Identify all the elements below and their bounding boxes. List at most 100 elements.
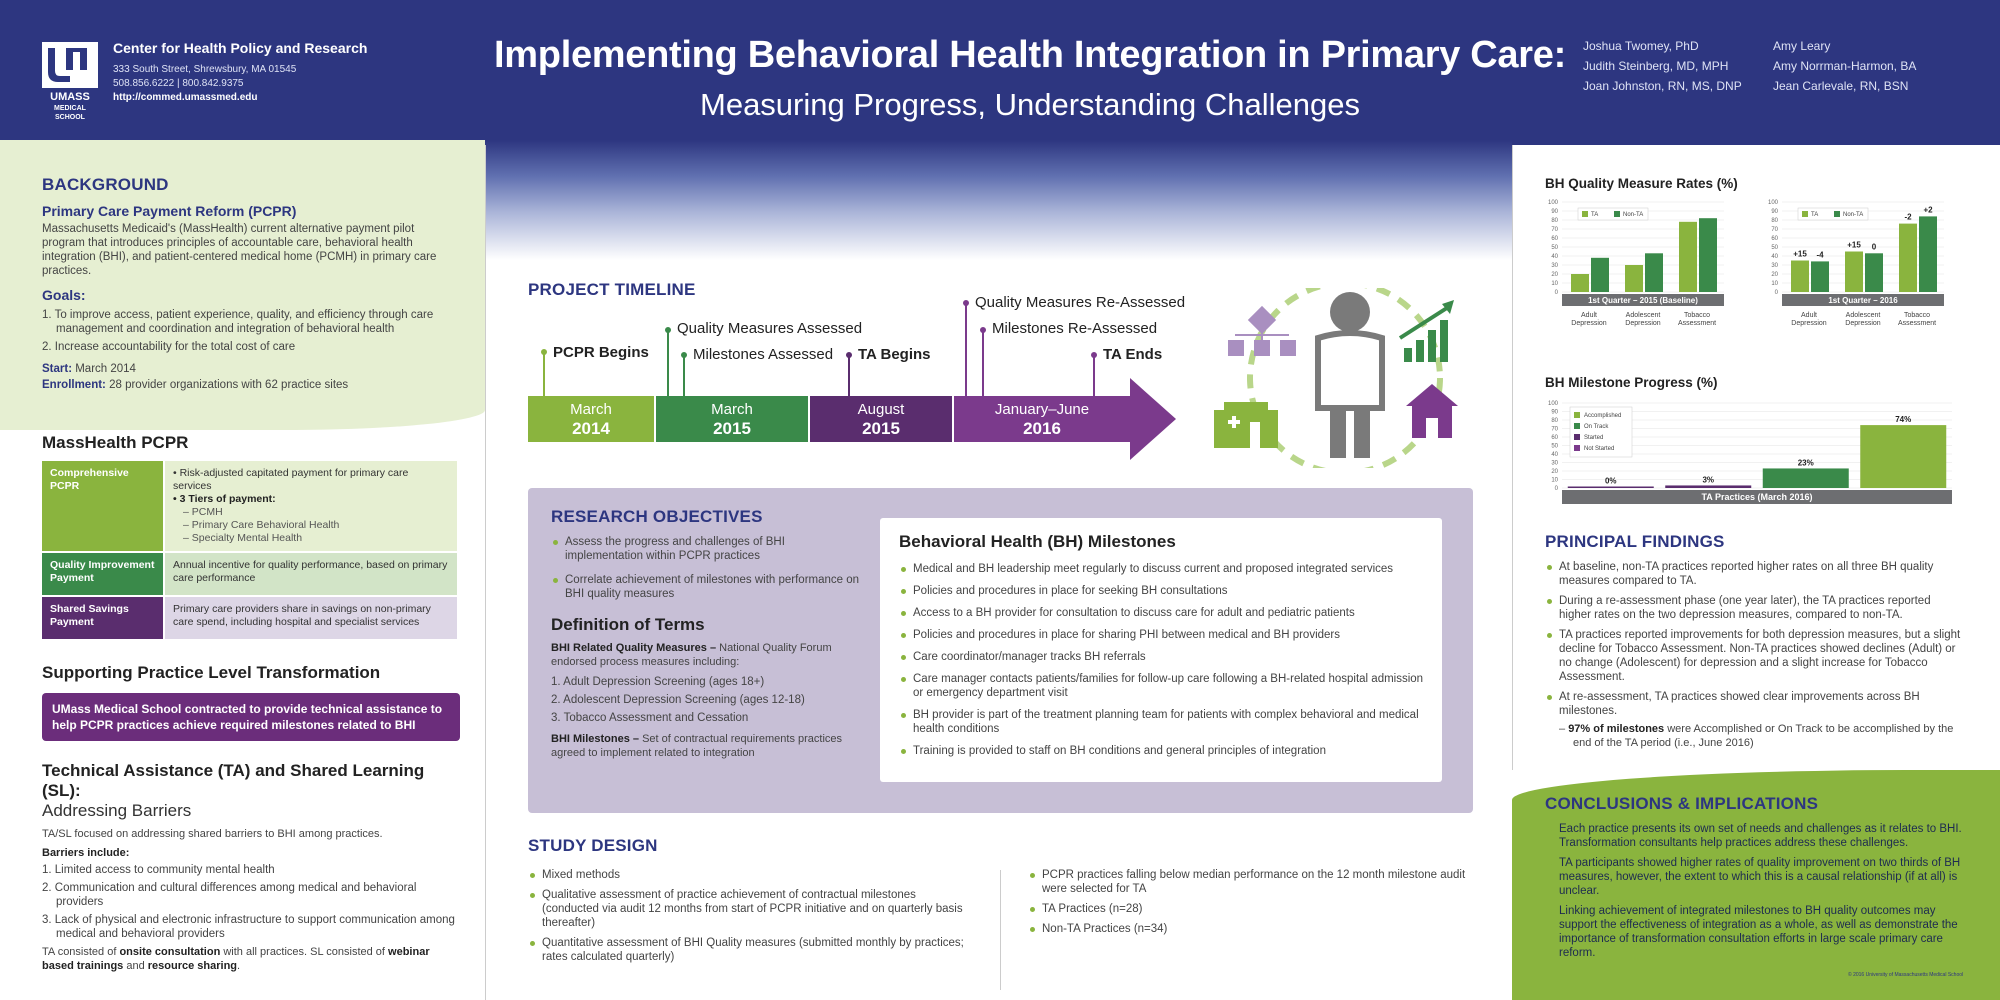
ta-intro: TA/SL focused on addressing shared barri… <box>42 828 383 840</box>
legend-label: TA <box>1591 212 1598 218</box>
study-left-list: Mixed methods Qualitative assessment of … <box>528 868 973 969</box>
y-tick-label: 60 <box>1771 236 1778 242</box>
barriers-list: 1. Limited access to community mental he… <box>42 863 462 941</box>
x-tick-label: Tobacco <box>1684 312 1710 319</box>
list-item: TA practices reported improvements for b… <box>1545 628 1965 684</box>
event-label: Quality Measures Assessed <box>677 320 863 337</box>
legend-swatch <box>1574 445 1580 451</box>
bar <box>1679 221 1697 292</box>
masshealth-heading: MassHealth PCPR <box>42 433 189 452</box>
event-pin <box>665 327 671 396</box>
org-chart-icon <box>1228 305 1296 356</box>
bar <box>1699 218 1717 292</box>
findings-list: At baseline, non-TA practices reported h… <box>1545 560 1965 718</box>
list-item: 3. Tobacco Assessment and Cessation <box>551 712 749 724</box>
org-address: 333 South Street, Shrewsbury, MA 01545 <box>113 64 297 75</box>
legend-label: Started <box>1584 435 1603 441</box>
row-value: Annual incentive for quality performance… <box>164 552 457 597</box>
y-tick-label: 30 <box>1771 263 1778 269</box>
y-tick-label: 90 <box>1771 209 1778 215</box>
ta-heading: Technical Assistance (TA) and Shared Lea… <box>42 761 425 800</box>
legend-swatch <box>1582 211 1588 217</box>
annotation-label: +15 <box>1847 241 1861 250</box>
start-line: Start: March 2014 <box>42 363 136 375</box>
list-item: Mixed methods <box>528 868 973 882</box>
x-tick-label: Adult <box>1801 312 1817 319</box>
org-phone: 508.856.6222 | 800.842.9375 <box>113 78 244 89</box>
y-tick-label: 10 <box>1771 281 1778 287</box>
author: Judith Steinberg, MD, MPH <box>1583 59 1729 73</box>
event-pin <box>963 300 969 396</box>
goal-item: 1. To improve access, patient experience… <box>42 309 434 335</box>
measures-list: 1. Adult Depression Screening (ages 18+)… <box>551 675 861 725</box>
bar <box>1665 485 1752 488</box>
event-label: TA Ends <box>1103 346 1163 363</box>
x-tick-label: Adolescent <box>1846 312 1881 319</box>
y-tick-label: 30 <box>1551 263 1558 269</box>
conclusions-panel <box>1512 770 2000 1000</box>
list-item: 1. Adult Depression Screening (ages 18+) <box>551 676 765 688</box>
y-tick-label: 40 <box>1771 254 1778 260</box>
chart-title-band <box>1562 490 1952 504</box>
study-design: STUDY DESIGN Mixed methods Qualitative a… <box>528 836 1473 990</box>
y-tick-label: 90 <box>1551 410 1558 416</box>
legend-swatch <box>1574 423 1580 429</box>
clinic-icon <box>1214 402 1278 448</box>
y-tick-label: 60 <box>1551 236 1558 242</box>
person-icon <box>1315 292 1385 458</box>
event-label: Milestones Assessed <box>693 346 834 363</box>
authors-column-1: Joshua Twomey, PhD Judith Steinberg, MD,… <box>1583 36 1742 96</box>
legend-label: On Track <box>1584 424 1609 430</box>
supporting-banner: UMass Medical School contracted to provi… <box>42 693 460 741</box>
legend-label: Accomplished <box>1584 413 1621 419</box>
timeline-heading: PROJECT TIMELINE <box>528 280 696 299</box>
y-tick-label: 100 <box>1768 200 1779 206</box>
quality-chart-heading: BH Quality Measure Rates (%) <box>1545 176 1738 191</box>
bar <box>1791 260 1809 292</box>
chart-title: 1st Quarter – 2016 <box>1828 296 1898 305</box>
x-tick-label: Depression <box>1845 320 1881 327</box>
bar <box>1571 274 1589 292</box>
list-item: TA Practices (n=28) <box>1028 902 1468 916</box>
table-row: Quality Improvement Payment Annual incen… <box>42 552 457 597</box>
chart-title-band <box>1562 294 1724 306</box>
list-item: Policies and procedures in place for sha… <box>899 628 1429 642</box>
bar <box>1865 253 1883 292</box>
list-item: Care manager contacts patients/families … <box>899 672 1429 700</box>
pcpr-description: Massachusetts Medicaid's (MassHealth) cu… <box>42 223 437 277</box>
org-info: Center for Health Policy and Research 33… <box>113 40 367 105</box>
y-tick-label: 20 <box>1551 272 1558 278</box>
list-item: Medical and BH leadership meet regularly… <box>899 562 1429 576</box>
list-item: Linking achievement of integrated milest… <box>1545 904 1965 960</box>
list-item: Care coordinator/manager tracks BH refer… <box>899 650 1429 664</box>
y-tick-label: 70 <box>1771 227 1778 233</box>
y-tick-label: 100 <box>1548 401 1559 407</box>
copyright: © 2016 University of Massachusetts Medic… <box>1848 972 1964 978</box>
masshealth-table: Comprehensive PCPR • Risk-adjusted capit… <box>42 461 457 641</box>
y-tick-label: 100 <box>1548 200 1559 206</box>
y-tick-label: 90 <box>1551 209 1558 215</box>
x-tick-label: Depression <box>1791 320 1827 327</box>
data-label: 23% <box>1798 458 1814 467</box>
y-tick-label: 10 <box>1551 281 1558 287</box>
y-tick-label: 0 <box>1555 290 1559 296</box>
event-pin <box>681 352 687 396</box>
poster-title: Implementing Behavioral Health Integrati… <box>494 34 1566 76</box>
list-item: BH provider is part of the treatment pla… <box>899 708 1429 736</box>
event-label: Quality Measures Re-Assessed <box>975 294 1186 311</box>
ta-closing: TA consisted of onsite consultation with… <box>42 946 430 972</box>
y-tick-label: 20 <box>1551 469 1558 475</box>
legend-swatch <box>1802 211 1808 217</box>
row-value: Primary care providers share in savings … <box>164 596 457 641</box>
list-item: At baseline, non-TA practices reported h… <box>1545 560 1965 588</box>
author: Jean Carlevale, RN, BSN <box>1773 79 1909 93</box>
list-item: Training is provided to staff on BH cond… <box>899 744 1429 758</box>
list-item: Each practice presents its own set of ne… <box>1545 822 1965 850</box>
background-panel <box>0 140 485 430</box>
org-url[interactable]: http://commed.umassmed.edu <box>113 92 258 103</box>
row-key: Comprehensive PCPR <box>42 461 165 553</box>
